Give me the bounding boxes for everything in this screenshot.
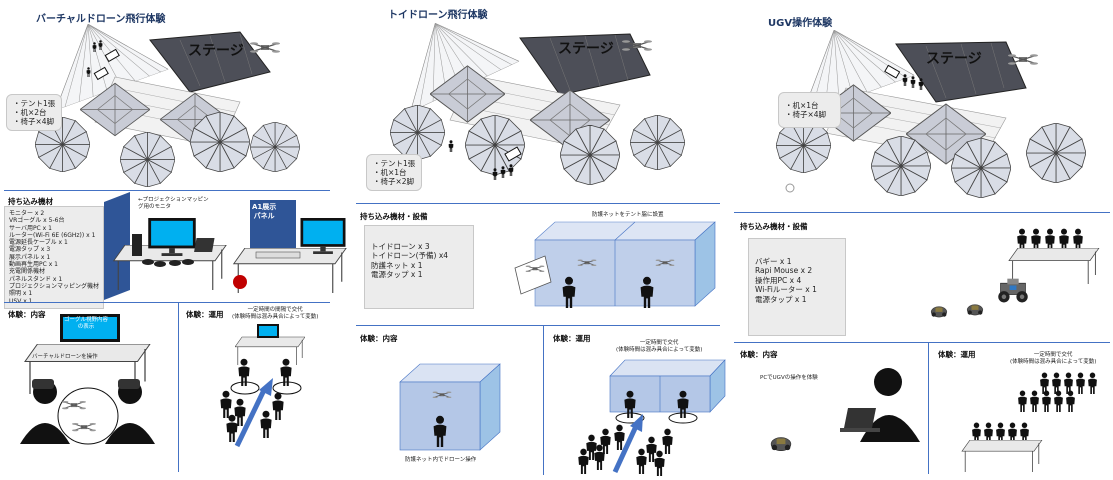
middle-equip-list: トイドローン x 3 トイドローン(予備) x4 防護ネット x 1 電源タップ…	[364, 225, 474, 309]
caption-line: (体験時間は混み具合によって変動)	[616, 346, 703, 353]
equip-item: 防護ネット x 1	[371, 260, 423, 270]
caption-line: (体験時間は混み具合によって変動)	[1010, 358, 1097, 365]
caption-line: ←プロジェクションマッピン	[138, 197, 209, 203]
middle-title: トイドローン飛行体験	[388, 10, 488, 21]
middle-equip-title: 持ち込み機材・設備	[360, 212, 428, 221]
left-equipment-illustration	[104, 192, 347, 300]
middle-stage-label: ステージ	[558, 41, 614, 57]
goggle-screen-text: ゴーグル視野内容 の表示	[64, 317, 108, 330]
middle-operation-title: 体験：運用	[553, 334, 591, 343]
middle-operation-illustration	[578, 359, 726, 476]
left-divider-vert	[178, 302, 179, 472]
equip-item: Wi-Fiルーター x 1	[755, 285, 817, 295]
note-line: ・机×2台	[13, 108, 47, 117]
middle-net-illustration	[514, 221, 716, 308]
note-line: ・机×1台	[373, 168, 407, 177]
equip-item: Rapi Mouse x 2	[755, 266, 813, 276]
projection-caption: ←プロジェクションマッピン グ用のモニタ	[138, 197, 209, 210]
middle-setup-note: ・テント1張 ・机×1台 ・椅子×2脚	[366, 154, 423, 191]
equip-item: 操作用PC x 4	[755, 275, 802, 285]
equip-item: プロジェクションマッピング機材	[9, 282, 100, 290]
caption-line: グ用のモニタ	[138, 203, 172, 210]
right-panel: UGV操作体験 ステージ ・机×1台 ・椅子×4脚 持ち込み機材・設備 バギー …	[730, 0, 1113, 480]
a1-line: A1展示	[252, 203, 277, 211]
equip-item: 電源延長ケーブル x 1	[9, 239, 68, 247]
left-divider-top	[4, 190, 330, 191]
equip-item: VRゴーグル x 5-6台	[9, 217, 65, 225]
equip-item: 充電関係機材	[9, 268, 46, 276]
right-equip-title: 持ち込み機材・設備	[740, 222, 808, 231]
screen-line: の表示	[77, 323, 95, 330]
equip-item: 動画再生用PC x 1	[9, 261, 58, 269]
equip-item: USV x 1	[9, 298, 99, 305]
right-setup-note: ・机×1台 ・椅子×4脚	[778, 92, 842, 128]
caption-line: 一定時間の間隔で交代	[247, 307, 303, 313]
equip-item: トイドローン x 3	[371, 242, 430, 251]
right-divider-vert	[928, 342, 929, 474]
equip-item: 電源タップ x 3	[9, 246, 51, 254]
left-operation-illustration	[220, 324, 305, 448]
net-caption: 防護ネットをテント脇に設置	[592, 212, 664, 218]
right-content-caption: PCでUGVの操作を体験	[760, 375, 818, 381]
right-operation-title: 体験：運用	[938, 350, 976, 359]
left-content-title: 体験：内容	[8, 310, 46, 319]
middle-panel: トイドローン飛行体験 ステージ ・テント1張 ・机×1台 ・椅子×2脚 持ち込み…	[350, 0, 730, 480]
left-setup-note: ・テント1張 ・机×2台 ・椅子×4脚	[6, 94, 63, 131]
right-content-title: 体験：内容	[740, 350, 778, 359]
left-divider-mid	[4, 302, 330, 303]
equip-item: バギー x 1	[755, 257, 792, 266]
right-equipment-illustration	[930, 228, 1100, 318]
right-divider-mid	[734, 342, 1110, 343]
note-line: ・椅子×4脚	[13, 117, 55, 126]
note-line: ・椅子×4脚	[785, 110, 827, 119]
left-operation-title: 体験：運用	[186, 310, 224, 319]
caption-line: 一定時間で交代	[1033, 352, 1073, 358]
middle-venue-map	[380, 0, 685, 185]
right-equip-list: バギー x 1 Rapi Mouse x 2 操作用PC x 4 Wi-Fiルー…	[748, 238, 846, 336]
left-stage-label: ステージ	[188, 43, 244, 59]
equip-item: 照明 x 1	[9, 290, 33, 298]
right-venue-map	[776, 9, 1086, 198]
equip-item: サーバ用PC x 1	[9, 224, 52, 232]
left-equip-title: 持ち込み機材	[8, 197, 53, 206]
equip-item: トイドローン(予備) x4	[371, 251, 449, 261]
middle-content-illustration	[399, 363, 501, 451]
right-title: UGV操作体験	[768, 18, 833, 29]
right-operation-illustration	[961, 372, 1097, 472]
caption-line: 一定時間で交代	[639, 340, 679, 346]
middle-divider-vert	[543, 325, 544, 475]
left-operation-caption: 一定時間の間隔で交代 (体験時間は混み具合によって変動)	[232, 307, 318, 320]
right-divider-top	[734, 212, 1110, 213]
right-stage-label: ステージ	[926, 51, 982, 67]
left-content-caption: バーチャルドローンを操作	[32, 354, 98, 360]
note-line: ・机×1台	[785, 101, 819, 110]
caption-line: (体験時間は混み具合によって変動)	[232, 313, 319, 320]
middle-content-caption: 防護ネット内でドローン操作	[405, 457, 477, 463]
equip-item: 展示パネル x 1	[9, 253, 51, 261]
left-content-illustration	[20, 314, 155, 445]
middle-operation-caption: 一定時間で交代 (体験時間は混み具合によって変動)	[616, 340, 702, 353]
equip-item: 電源タップ x 1	[371, 270, 423, 280]
equip-item: パネルスタンド x 1	[9, 275, 63, 283]
screen-line: ゴーグル視野内容	[64, 317, 109, 323]
equip-item: 電源タップ x 1	[755, 294, 807, 304]
left-equip-list: モニター x 2 VRゴーグル x 5-6台 サーバ用PC x 1 ルーター(W…	[4, 206, 104, 309]
middle-divider-mid	[356, 325, 720, 326]
right-content-illustration	[770, 368, 920, 452]
equip-item: ルーター(Wi-Fi 6E (6GHz)) x 1	[9, 231, 96, 239]
left-venue-map	[31, 3, 300, 187]
left-title: バーチャルドローン飛行体験	[36, 14, 166, 25]
note-line: ・椅子×2脚	[373, 177, 415, 186]
a1-panel-label: A1展示 パネル	[252, 203, 276, 221]
equip-item: モニター x 2	[9, 210, 45, 217]
left-panel: バーチャルドローン飛行体験 ステージ ・テント1張 ・机×2台 ・椅子×4脚 持…	[0, 0, 350, 480]
note-line: ・テント1張	[13, 99, 56, 108]
middle-divider-top	[356, 203, 720, 204]
middle-content-title: 体験：内容	[360, 334, 398, 343]
right-operation-caption: 一定時間で交代 (体験時間は混み具合によって変動)	[1010, 352, 1096, 365]
note-line: ・テント1張	[373, 159, 416, 168]
a1-line: パネル	[253, 212, 275, 220]
